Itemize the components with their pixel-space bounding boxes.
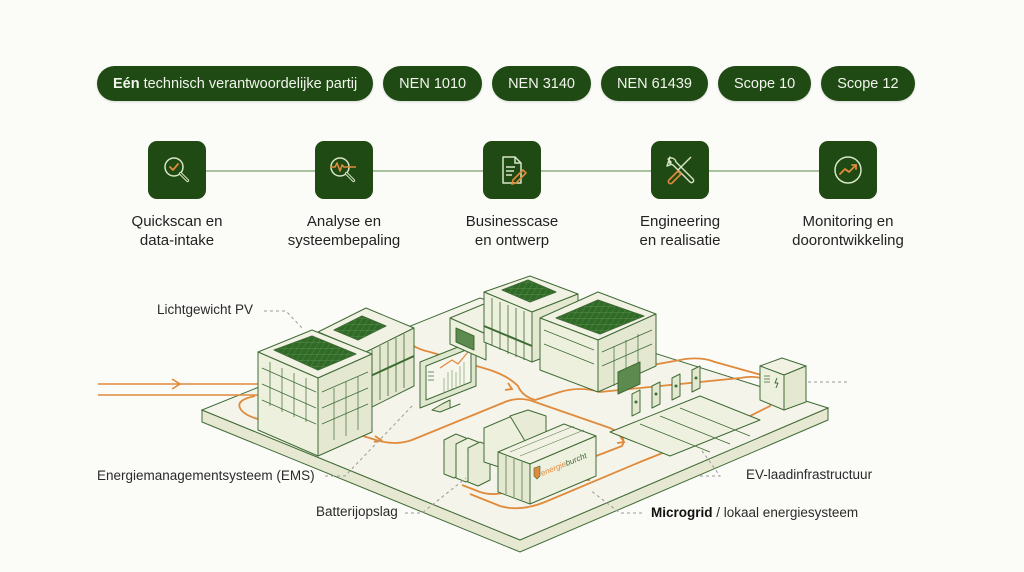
transformer-cabinet [759, 357, 807, 411]
magnifier-pulse-icon [330, 157, 356, 183]
process-steps: Quickscan en data-intake Analyse en systee… [0, 141, 1024, 261]
step-quickscan: Quickscan en data-intake [92, 141, 262, 250]
callout-leaders [264, 310, 848, 514]
step-label-line1: Analyse en [306, 213, 382, 230]
badge-nen-3140: NEN 3140 [492, 66, 591, 101]
badge-text: NEN 61439 [616, 75, 692, 92]
ems-monitor [419, 339, 477, 413]
badge-bold-text: Eén [113, 75, 140, 92]
step-analyse: Analyse en systeembepaling [259, 141, 429, 250]
step-label-line1: Businesscase [465, 213, 559, 230]
callout-ems: Energiemanagementsysteem (EMS) [97, 468, 315, 483]
magnifier-check-icon [164, 157, 190, 183]
step-label-line2: systeembepaling [287, 232, 401, 249]
badge-nen-61439: NEN 61439 [600, 66, 708, 101]
badge-nen-1010: NEN 1010 [383, 66, 483, 101]
step-label-line1: Engineering [639, 213, 721, 230]
callout-microgrid-bold: Microgrid [651, 505, 713, 520]
badge-scope-10: Scope 10 [717, 66, 812, 101]
document-pen-icon [502, 156, 527, 185]
badge-text: technisch verantwoordelijke partij [143, 75, 358, 92]
step-label-line1: Quickscan en [131, 213, 223, 230]
step-label-line2: doorontwikkeling [792, 232, 904, 249]
step-label-line1: Monitoring en [802, 213, 894, 230]
wrench-screwdriver-icon [666, 156, 695, 185]
badge-text: Scope 10 [733, 75, 796, 92]
callout-battery-storage: Batterijopslag [316, 504, 398, 519]
step-monitoring: Monitoring en doorontwikkeling [763, 141, 933, 250]
badge-text: NEN 1010 [399, 75, 467, 92]
step-icon-tile [315, 141, 373, 199]
office-building-right [539, 291, 657, 395]
badge-text: NEN 3140 [508, 75, 575, 92]
badge-text: Scope 12 [837, 75, 899, 92]
step-businesscase: Businesscase en ontwerp [427, 141, 597, 250]
step-icon-tile [483, 141, 541, 199]
step-label-line2: en realisatie [639, 232, 721, 249]
callout-microgrid-rest: / lokaal energiesysteem [716, 505, 859, 520]
trend-up-icon [834, 156, 862, 184]
step-label-line2: en ontwerp [474, 232, 550, 249]
step-icon-tile [819, 141, 877, 199]
callout-microgrid: Microgrid / lokaal energiesysteem [651, 505, 858, 520]
battery-container: energieburcht [497, 423, 597, 505]
step-label-line2: data-intake [139, 232, 215, 249]
callout-ev-charging: EV-laadinfrastructuur [746, 467, 873, 482]
office-building-front [257, 329, 373, 457]
ev-chargers [609, 365, 761, 457]
step-icon-tile [651, 141, 709, 199]
badge-scope-12: Scope 12 [821, 66, 915, 101]
callout-lightweight-pv: Lichtgewicht PV [157, 302, 254, 317]
incoming-power-lines [98, 378, 260, 396]
step-engineering: Engineering en realisatie [595, 141, 765, 250]
step-icon-tile [148, 141, 206, 199]
